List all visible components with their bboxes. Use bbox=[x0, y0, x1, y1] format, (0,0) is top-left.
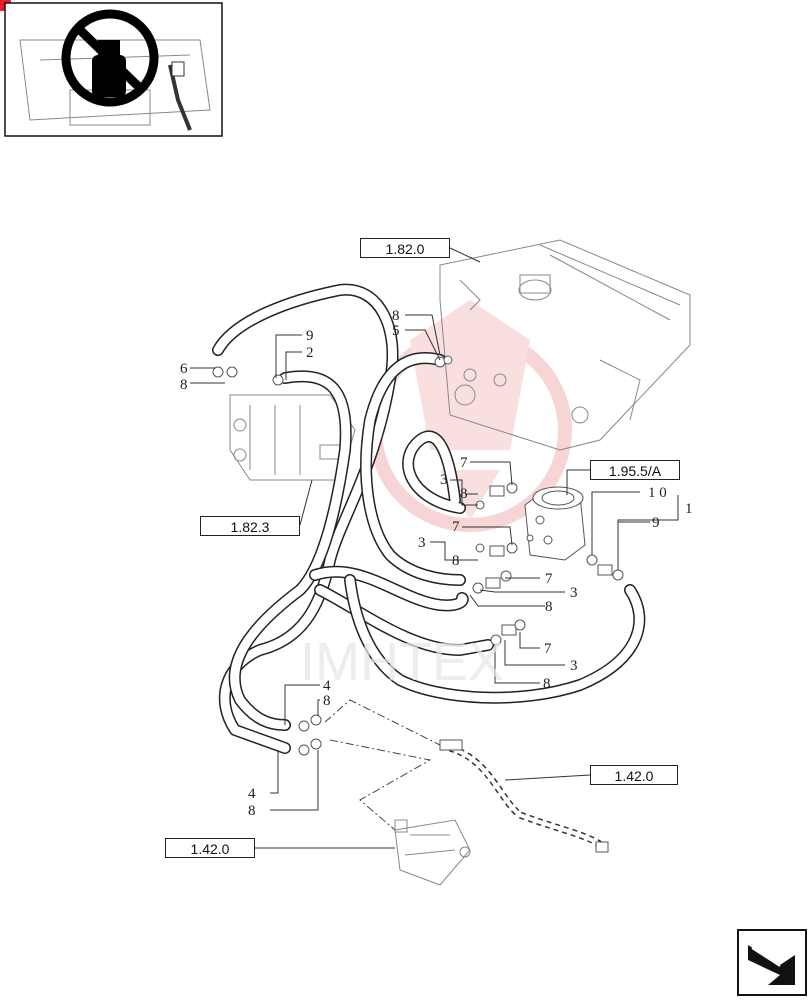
tank-assembly bbox=[439, 239, 691, 451]
callout-9: 9 bbox=[306, 328, 314, 344]
callout-8: 8 bbox=[323, 693, 331, 709]
callout-5: 5 bbox=[392, 323, 400, 339]
callout-8: 8 bbox=[248, 803, 256, 819]
ref-box-tank[interactable]: 1.82.0 bbox=[360, 238, 450, 258]
callout-3: 3 bbox=[440, 472, 448, 488]
callout-7: 7 bbox=[452, 519, 460, 535]
watermark bbox=[368, 300, 572, 532]
callout-3: 3 bbox=[570, 585, 578, 601]
steering-unit bbox=[524, 486, 586, 561]
callout-7: 7 bbox=[544, 641, 552, 657]
callouts: 6 8 9 2 8 5 7 3 8 7 3 8 7 3 8 7 3 8 1 0 … bbox=[180, 308, 693, 819]
callout-8: 8 bbox=[460, 486, 468, 502]
cab-thumbnail bbox=[4, 2, 223, 137]
callout-1: 1 bbox=[685, 501, 693, 517]
watermark-text: IMHTEX bbox=[300, 632, 504, 692]
callout-2: 2 bbox=[306, 345, 314, 361]
callout-10: 1 0 bbox=[648, 485, 667, 501]
callout-7: 7 bbox=[460, 455, 468, 471]
valve-block bbox=[394, 819, 471, 886]
callout-3: 3 bbox=[570, 658, 578, 674]
ref-box-hose[interactable]: 1.42.0 bbox=[590, 765, 678, 785]
pump-assembly bbox=[229, 394, 356, 481]
ref-box-steering[interactable]: 1.95.5/A bbox=[590, 460, 680, 480]
callout-6: 6 bbox=[180, 361, 188, 377]
next-page-icon[interactable] bbox=[737, 929, 807, 996]
hoses bbox=[212, 283, 646, 851]
callout-8: 8 bbox=[543, 676, 551, 692]
ref-box-valve[interactable]: 1.42.0 bbox=[165, 838, 255, 858]
callout-8: 8 bbox=[392, 308, 400, 324]
callout-7: 7 bbox=[545, 571, 553, 587]
callout-9: 9 bbox=[652, 515, 660, 531]
callout-4: 4 bbox=[248, 786, 256, 802]
callout-8: 8 bbox=[545, 599, 553, 615]
fittings bbox=[212, 355, 624, 853]
callout-8: 8 bbox=[452, 553, 460, 569]
callout-8: 8 bbox=[180, 377, 188, 393]
ref-box-pump[interactable]: 1.82.3 bbox=[200, 516, 300, 536]
callout-4: 4 bbox=[323, 678, 331, 694]
callout-3: 3 bbox=[418, 535, 426, 551]
leader-lines bbox=[190, 247, 679, 849]
